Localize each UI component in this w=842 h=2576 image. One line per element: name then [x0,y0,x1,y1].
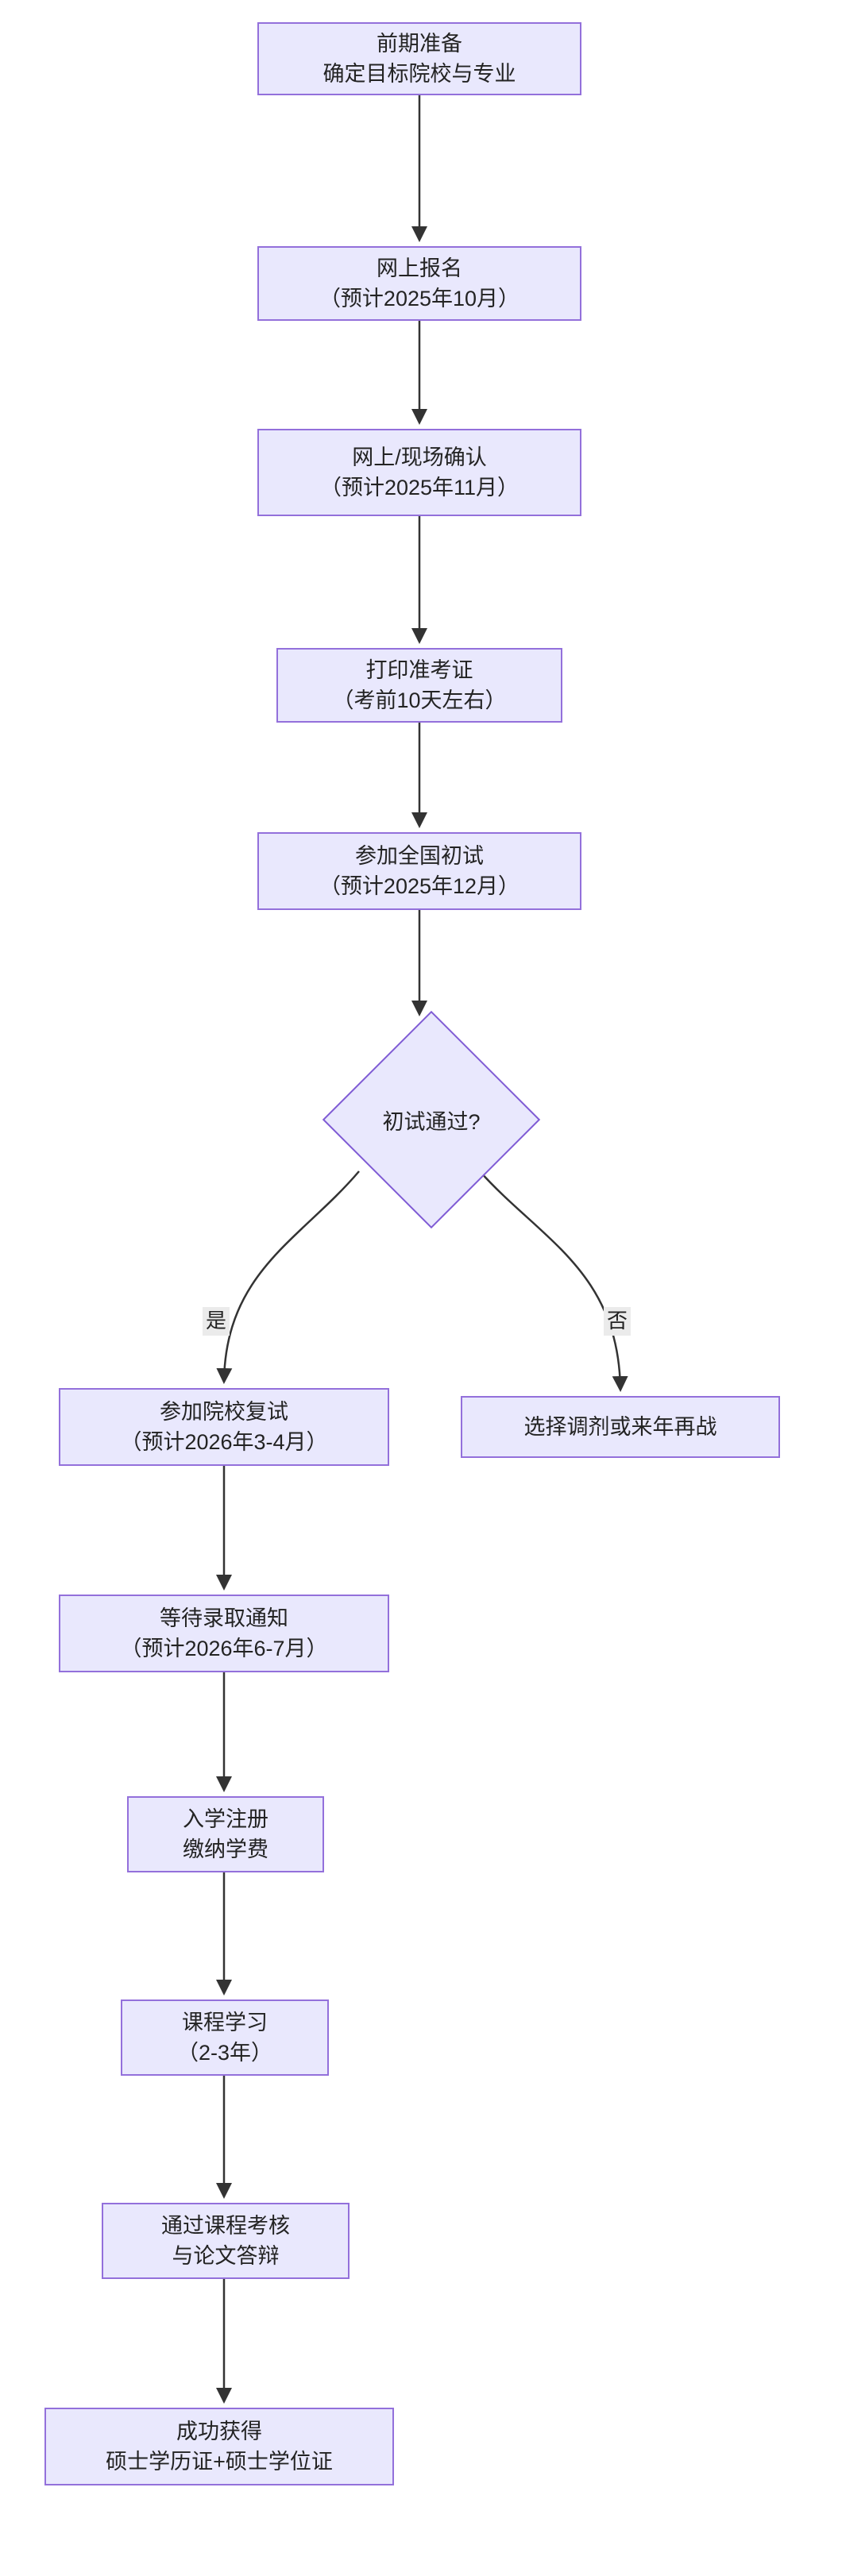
node-prep[interactable]: 前期准备 确定目标院校与专业 [257,22,581,95]
node-enroll-line-2: 缴纳学费 [183,1838,268,1861]
node-defense[interactable]: 通过课程考核 与论文答辩 [102,2203,350,2279]
node-confirm-line-1: 网上/现场确认 [352,445,487,469]
node-coursework[interactable]: 课程学习 （2-3年） [121,1999,329,2076]
node-wait-offer-line-1: 等待录取通知 [160,1606,288,1630]
node-print-ticket-line-2: （考前10天左右） [332,688,507,712]
node-coursework-line-1: 课程学习 [182,2010,268,2034]
node-prep-line-2: 确定目标院校与专业 [323,62,516,86]
node-national-exam-line-2: （预计2025年12月） [319,874,520,898]
node-print-ticket[interactable]: 打印准考证 （考前10天左右） [276,648,562,723]
node-retry[interactable]: 选择调剂或来年再战 [461,1396,780,1458]
node-enroll[interactable]: 入学注册 缴纳学费 [127,1796,324,1872]
node-wait-offer-line-2: （预计2026年6-7月） [120,1637,328,1660]
node-interview-line-2: （预计2026年3-4月） [120,1430,328,1454]
node-exam-passed-label: 初试通过? [382,1109,481,1134]
edge-label-no: 否 [604,1307,632,1336]
node-confirm[interactable]: 网上/现场确认 （预计2025年11月） [257,429,581,516]
node-national-exam[interactable]: 参加全国初试 （预计2025年12月） [257,832,581,910]
edge-label-yes: 是 [203,1307,230,1336]
node-defense-line-2: 与论文答辩 [172,2244,280,2268]
node-prep-line-1: 前期准备 [377,31,462,56]
node-interview-line-1: 参加院校复试 [160,1399,288,1424]
node-wait-offer[interactable]: 等待录取通知 （预计2026年6-7月） [59,1595,389,1672]
node-enroll-line-1: 入学注册 [183,1807,268,1831]
node-online-apply-line-1: 网上报名 [377,256,462,280]
node-national-exam-line-1: 参加全国初试 [355,843,484,868]
node-graduate-line-1: 成功获得 [176,2419,262,2443]
node-defense-line-1: 通过课程考核 [161,2213,290,2238]
node-graduate-line-2: 硕士学历证+硕士学位证 [106,2450,333,2474]
node-print-ticket-line-1: 打印准考证 [365,657,473,682]
node-exam-passed-decision[interactable]: 初试通过? [322,1010,541,1229]
node-coursework-line-2: （2-3年） [176,2041,273,2065]
node-graduate[interactable]: 成功获得 硕士学历证+硕士学位证 [44,2408,394,2485]
node-online-apply-line-2: （预计2025年10月） [319,287,520,310]
node-online-apply[interactable]: 网上报名 （预计2025年10月） [257,246,581,321]
node-retry-line-1: 选择调剂或来年再战 [523,1414,717,1439]
node-interview[interactable]: 参加院校复试 （预计2026年3-4月） [59,1388,389,1466]
node-confirm-line-2: （预计2025年11月） [319,476,519,499]
